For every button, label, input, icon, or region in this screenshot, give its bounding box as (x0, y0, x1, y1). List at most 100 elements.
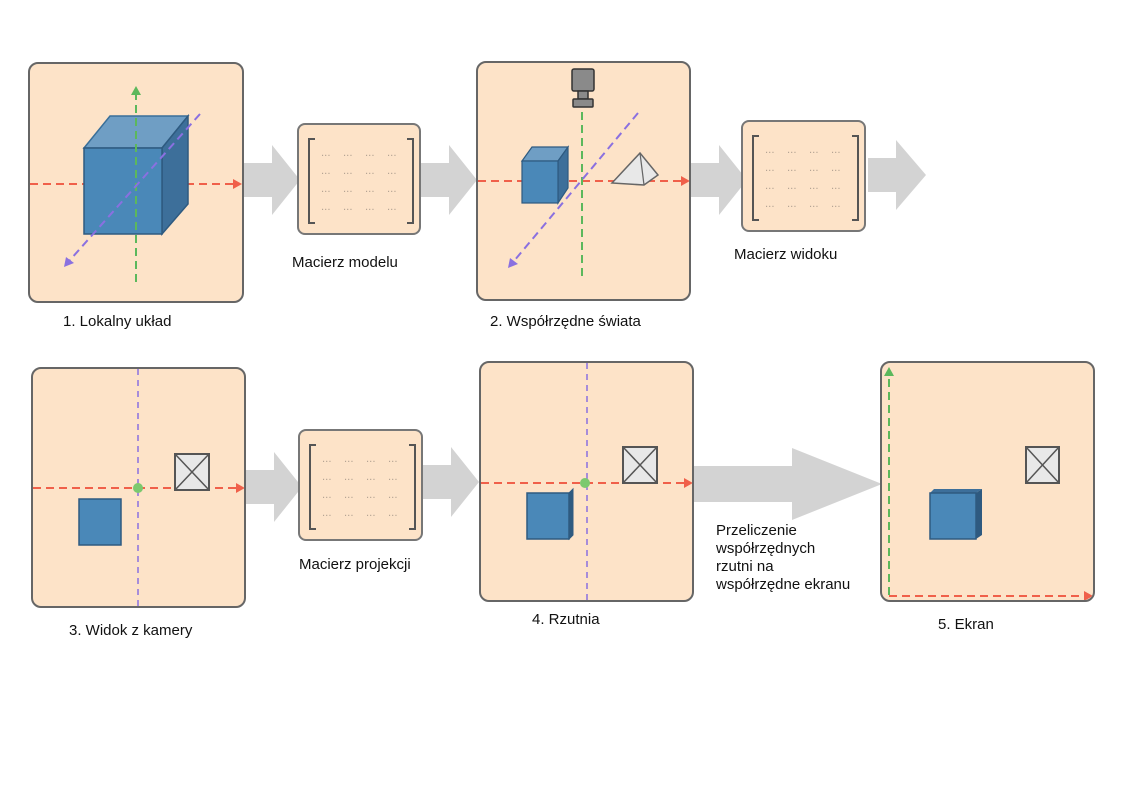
pyramid-front-icon (622, 446, 658, 484)
svg-text:···: ··· (365, 151, 375, 162)
svg-text:···: ··· (344, 493, 354, 504)
svg-text:···: ··· (388, 457, 398, 468)
svg-text:···: ··· (344, 511, 354, 522)
svg-text:···: ··· (344, 475, 354, 486)
svg-text:···: ··· (365, 187, 375, 198)
camera-icon (571, 68, 595, 108)
x-axis-arrowhead (233, 179, 242, 189)
svg-text:···: ··· (343, 151, 353, 162)
svg-text:···: ··· (787, 148, 797, 159)
matrix-brackets: ··· ··· ··· ··· ··· ··· ··· ··· ··· ··· … (752, 135, 859, 221)
svg-text:···: ··· (831, 148, 841, 159)
x-axis-arrowhead (1084, 591, 1093, 600)
projection-matrix: ··· ··· ··· ··· ··· ··· ··· ··· ··· ··· … (298, 429, 423, 541)
model-matrix: ··· ··· ··· ··· ··· ··· ··· ··· ··· ··· … (297, 123, 421, 235)
panel-viewport (479, 361, 694, 602)
panel-camera-view (31, 367, 246, 608)
matrix-brackets: ··· ··· ··· ··· ··· ··· ··· ··· ··· ··· … (308, 138, 414, 224)
svg-text:···: ··· (831, 166, 841, 177)
flow-arrow-large (694, 448, 882, 520)
camera-view-drawing (33, 369, 244, 606)
conversion-line: Przeliczenie (716, 522, 797, 539)
z-axis (69, 113, 201, 261)
origin-point (133, 483, 143, 493)
svg-text:···: ··· (343, 169, 353, 180)
svg-text:···: ··· (388, 493, 398, 504)
screen-drawing (884, 367, 1093, 600)
svg-text:···: ··· (343, 205, 353, 216)
matrix-label-model: Macierz modelu (292, 254, 398, 271)
svg-text:···: ··· (366, 511, 376, 522)
svg-text:···: ··· (787, 202, 797, 213)
svg-text:···: ··· (343, 187, 353, 198)
x-axis-arrowhead (236, 483, 244, 493)
conversion-line: współrzędne ekranu (716, 576, 851, 593)
cube-icon (82, 113, 190, 237)
svg-text:···: ··· (831, 184, 841, 195)
svg-text:···: ··· (387, 205, 397, 216)
x-axis-arrowhead (684, 478, 692, 488)
x-axis-arrowhead (681, 176, 689, 186)
svg-text:···: ··· (765, 166, 775, 177)
cube-icon (929, 489, 982, 540)
svg-text:···: ··· (321, 205, 331, 216)
z-axis (513, 112, 639, 262)
svg-text:···: ··· (322, 511, 332, 522)
svg-text:···: ··· (809, 202, 819, 213)
svg-text:···: ··· (388, 475, 398, 486)
pyramid-front-icon (1025, 446, 1060, 484)
panel-local-space (28, 62, 244, 303)
svg-text:···: ··· (321, 151, 331, 162)
svg-text:···: ··· (809, 184, 819, 195)
world-space-drawing (478, 68, 689, 278)
panel-screen (880, 361, 1095, 602)
flow-arrow (421, 145, 477, 215)
cube-icon (520, 145, 570, 205)
matrix-label-view: Macierz widoku (734, 246, 838, 263)
svg-text:···: ··· (809, 166, 819, 177)
origin-point (580, 478, 590, 488)
svg-text:···: ··· (765, 184, 775, 195)
stage-label-camera: 3. Widok z kamery (69, 622, 193, 639)
svg-text:···: ··· (366, 493, 376, 504)
svg-text:···: ··· (831, 202, 841, 213)
cube-icon (526, 487, 574, 541)
flow-arrow (423, 447, 479, 517)
svg-text:···: ··· (387, 151, 397, 162)
pyramid-icon (610, 151, 660, 186)
conversion-line: rzutni na (716, 558, 774, 575)
matrix-brackets: ··· ··· ··· ··· ··· ··· ··· ··· ··· ··· … (309, 444, 416, 530)
svg-text:···: ··· (365, 169, 375, 180)
svg-text:···: ··· (322, 457, 332, 468)
view-matrix: ··· ··· ··· ··· ··· ··· ··· ··· ··· ··· … (741, 120, 866, 232)
cube-icon (78, 498, 122, 546)
panel-world-space (476, 61, 691, 301)
stage-label-screen: 5. Ekran (938, 616, 994, 633)
svg-text:···: ··· (365, 205, 375, 216)
z-axis-arrowhead (508, 258, 518, 268)
svg-text:···: ··· (344, 457, 354, 468)
svg-text:···: ··· (321, 169, 331, 180)
y-axis-arrowhead (884, 367, 894, 376)
viewport-drawing (481, 363, 692, 600)
stage-label-local: 1. Lokalny układ (63, 313, 172, 330)
flow-arrow (868, 140, 926, 210)
svg-text:···: ··· (387, 187, 397, 198)
svg-text:···: ··· (787, 166, 797, 177)
matrix-label-projection: Macierz projekcji (299, 556, 411, 573)
y-axis-arrowhead (131, 86, 141, 95)
stage-label-world: 2. Współrzędne świata (490, 313, 641, 330)
svg-text:···: ··· (366, 457, 376, 468)
svg-text:···: ··· (322, 475, 332, 486)
svg-text:···: ··· (321, 187, 331, 198)
svg-text:···: ··· (765, 202, 775, 213)
svg-text:···: ··· (366, 475, 376, 486)
flow-arrow (244, 145, 300, 215)
svg-text:···: ··· (322, 493, 332, 504)
stage-label-viewport: 4. Rzutnia (532, 611, 600, 628)
local-space-drawing (30, 86, 242, 282)
flow-arrow (246, 452, 302, 522)
svg-text:···: ··· (388, 511, 398, 522)
pyramid-front-icon (174, 453, 210, 491)
flow-arrow (691, 145, 747, 215)
